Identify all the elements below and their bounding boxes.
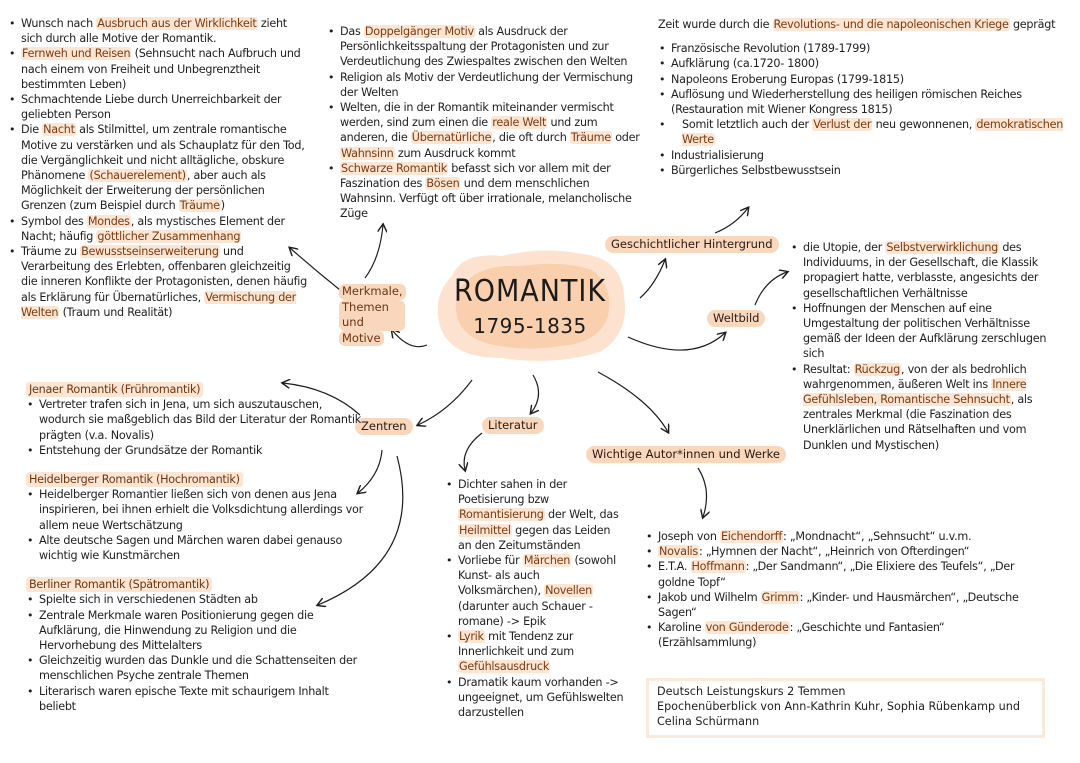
list-item: Französische Revolution (1789-1799) bbox=[658, 41, 1078, 56]
berlin-title: Berliner Romantik (Spätromantik) bbox=[26, 577, 213, 593]
list-item: Vorliebe für Märchen (sowohl Kunst- als … bbox=[445, 553, 625, 629]
heidelberg-title: Heidelberger Romantik (Hochromantik) bbox=[26, 472, 243, 488]
list-item: Vertreter trafen sich in Jena, um sich a… bbox=[26, 397, 366, 443]
list-item: Entstehung der Grundsätze der Romantik bbox=[26, 443, 366, 458]
list-item: Novalis: „Hymnen der Nacht“, „Heinrich v… bbox=[645, 544, 1045, 559]
credits-authors: Epochenüberblick von Ann-Kathrin Kuhr, S… bbox=[657, 700, 1020, 728]
list-item: Fernweh und Reisen (Sehnsucht nach Aufbr… bbox=[8, 46, 308, 92]
list-item: Schwarze Romantik befasst sich vor allem… bbox=[327, 161, 647, 222]
credits-course: Deutsch Leistungskurs 2 Temmen bbox=[657, 685, 846, 698]
geschichte-block: Zeit wurde durch die Revolutions- und di… bbox=[658, 17, 1078, 178]
list-item: Bürgerliches Selbstbewusstsein bbox=[658, 163, 1078, 178]
node-autoren: Wichtige Autor*innen und Werke bbox=[586, 446, 786, 463]
node-zentren: Zentren bbox=[355, 418, 413, 435]
central-title: ROMANTIK bbox=[453, 274, 607, 309]
merkmale-list-left: Wunsch nach Ausbruch aus der Wirklichkei… bbox=[8, 16, 308, 320]
credits-box: Deutsch Leistungskurs 2 Temmen Epochenüb… bbox=[646, 678, 1045, 738]
zentren-block: Jenaer Romantik (Frühromantik) Vertreter… bbox=[26, 382, 366, 714]
list-item: Dichter sahen in der Poetisierung bzw Ro… bbox=[445, 477, 625, 553]
list-item: Welten, die in der Romantik miteinander … bbox=[327, 100, 647, 161]
list-item: Industrialisierung bbox=[658, 148, 1078, 163]
list-item: Das Doppelgänger Motiv als Ausdruck der … bbox=[327, 24, 647, 70]
list-item: Auflösung und Wiederherstellung des heil… bbox=[658, 87, 1078, 117]
heidelberg-section: Heidelberger Romantik (Hochromantik) Hei… bbox=[26, 472, 366, 563]
jena-title: Jenaer Romantik (Frühromantik) bbox=[26, 382, 204, 398]
list-item: Somit letztlich auch der Verlust der neu… bbox=[658, 117, 1078, 147]
node-merkmale: Merkmale, Themen und Motive bbox=[335, 283, 409, 347]
list-item: Aufklärung (ca.1720- 1800) bbox=[658, 56, 1078, 71]
list-item: Dramatik kaum vorhanden -> ungeeignet, u… bbox=[445, 675, 625, 721]
list-item: Hoffnungen der Menschen auf eine Umgesta… bbox=[790, 301, 1050, 362]
jena-section: Jenaer Romantik (Frühromantik) Vertreter… bbox=[26, 382, 366, 458]
list-item: Heidelberger Romantier ließen sich von d… bbox=[26, 487, 366, 533]
node-weltbild: Weltbild bbox=[707, 310, 766, 327]
list-item: Alte deutsche Sagen und Märchen waren da… bbox=[26, 533, 366, 563]
node-literatur: Literatur bbox=[482, 417, 544, 434]
list-item: Lyrik mit Tendenz zur Innerlichkeit und … bbox=[445, 629, 625, 675]
list-item: Symbol des Mondes, als mystisches Elemen… bbox=[8, 214, 308, 244]
list-item: Schmachtende Liebe durch Unerreichbarkei… bbox=[8, 92, 308, 122]
list-item: Spielte sich in verschiedenen Städten ab bbox=[26, 592, 366, 607]
list-item: Joseph von Eichendorff: „Mondnacht“, „Se… bbox=[645, 529, 1045, 544]
list-item: E.T.A. Hoffmann: „Der Sandmann“, „Die El… bbox=[645, 559, 1045, 589]
literatur-list: Dichter sahen in der Poetisierung bzw Ro… bbox=[445, 477, 625, 720]
list-item: Träume zu Bewusstseinserweiterung und Ve… bbox=[8, 244, 308, 320]
list-item: Gleichzeitig wurden das Dunkle und die S… bbox=[26, 653, 366, 683]
list-item: Napoleons Eroberung Europas (1799-1815) bbox=[658, 72, 1078, 87]
list-item: Die Nacht als Stilmittel, um zentrale ro… bbox=[8, 122, 308, 213]
weltbild-list: die Utopie, der Selbstverwirklichung des… bbox=[790, 240, 1050, 453]
central-topic: ROMANTIK 1795-1835 bbox=[432, 246, 628, 364]
autoren-list: Joseph von Eichendorff: „Mondnacht“, „Se… bbox=[645, 529, 1045, 651]
central-years: 1795-1835 bbox=[473, 314, 587, 338]
list-item: Wunsch nach Ausbruch aus der Wirklichkei… bbox=[8, 16, 308, 46]
list-item: Literarisch waren epische Texte mit scha… bbox=[26, 684, 366, 714]
merkmale-list-middle: Das Doppelgänger Motiv als Ausdruck der … bbox=[327, 24, 647, 222]
list-item: Resultat: Rückzug, von der als bedrohlic… bbox=[790, 362, 1050, 453]
watercolor-blob bbox=[437, 250, 625, 361]
list-item: Zentrale Merkmale waren Positionierung g… bbox=[26, 608, 366, 654]
geschichte-intro: Zeit wurde durch die Revolutions- und di… bbox=[658, 18, 1056, 31]
list-item: Religion als Motiv der Verdeutlichung de… bbox=[327, 70, 647, 100]
list-item: Jakob und Wilhelm Grimm: „Kinder- und Ha… bbox=[645, 590, 1045, 620]
list-item: die Utopie, der Selbstverwirklichung des… bbox=[790, 240, 1050, 301]
berlin-section: Berliner Romantik (Spätromantik) Spielte… bbox=[26, 577, 366, 714]
list-item: Karoline von Günderode: „Geschichte und … bbox=[645, 620, 1045, 650]
node-geschichte: Geschichtlicher Hintergrund bbox=[605, 236, 779, 253]
